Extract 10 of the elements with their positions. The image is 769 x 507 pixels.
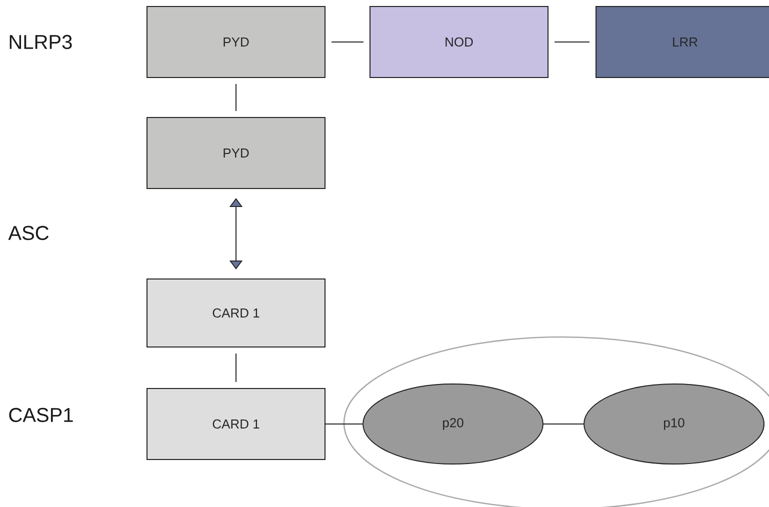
domain-box: PYD [146,117,326,189]
protein-label: ASC [8,226,49,240]
domain-box: LRR [596,6,769,78]
domain-box: NOD [370,6,548,78]
domain-box: CARD 1 [146,278,326,348]
domain-box: PYD [146,6,326,78]
domain-box: CARD 1 [146,388,326,460]
double-arrow [229,198,243,270]
protein-label: CASP1 [9,408,73,422]
protein-label: NLRP3 [10,34,72,50]
